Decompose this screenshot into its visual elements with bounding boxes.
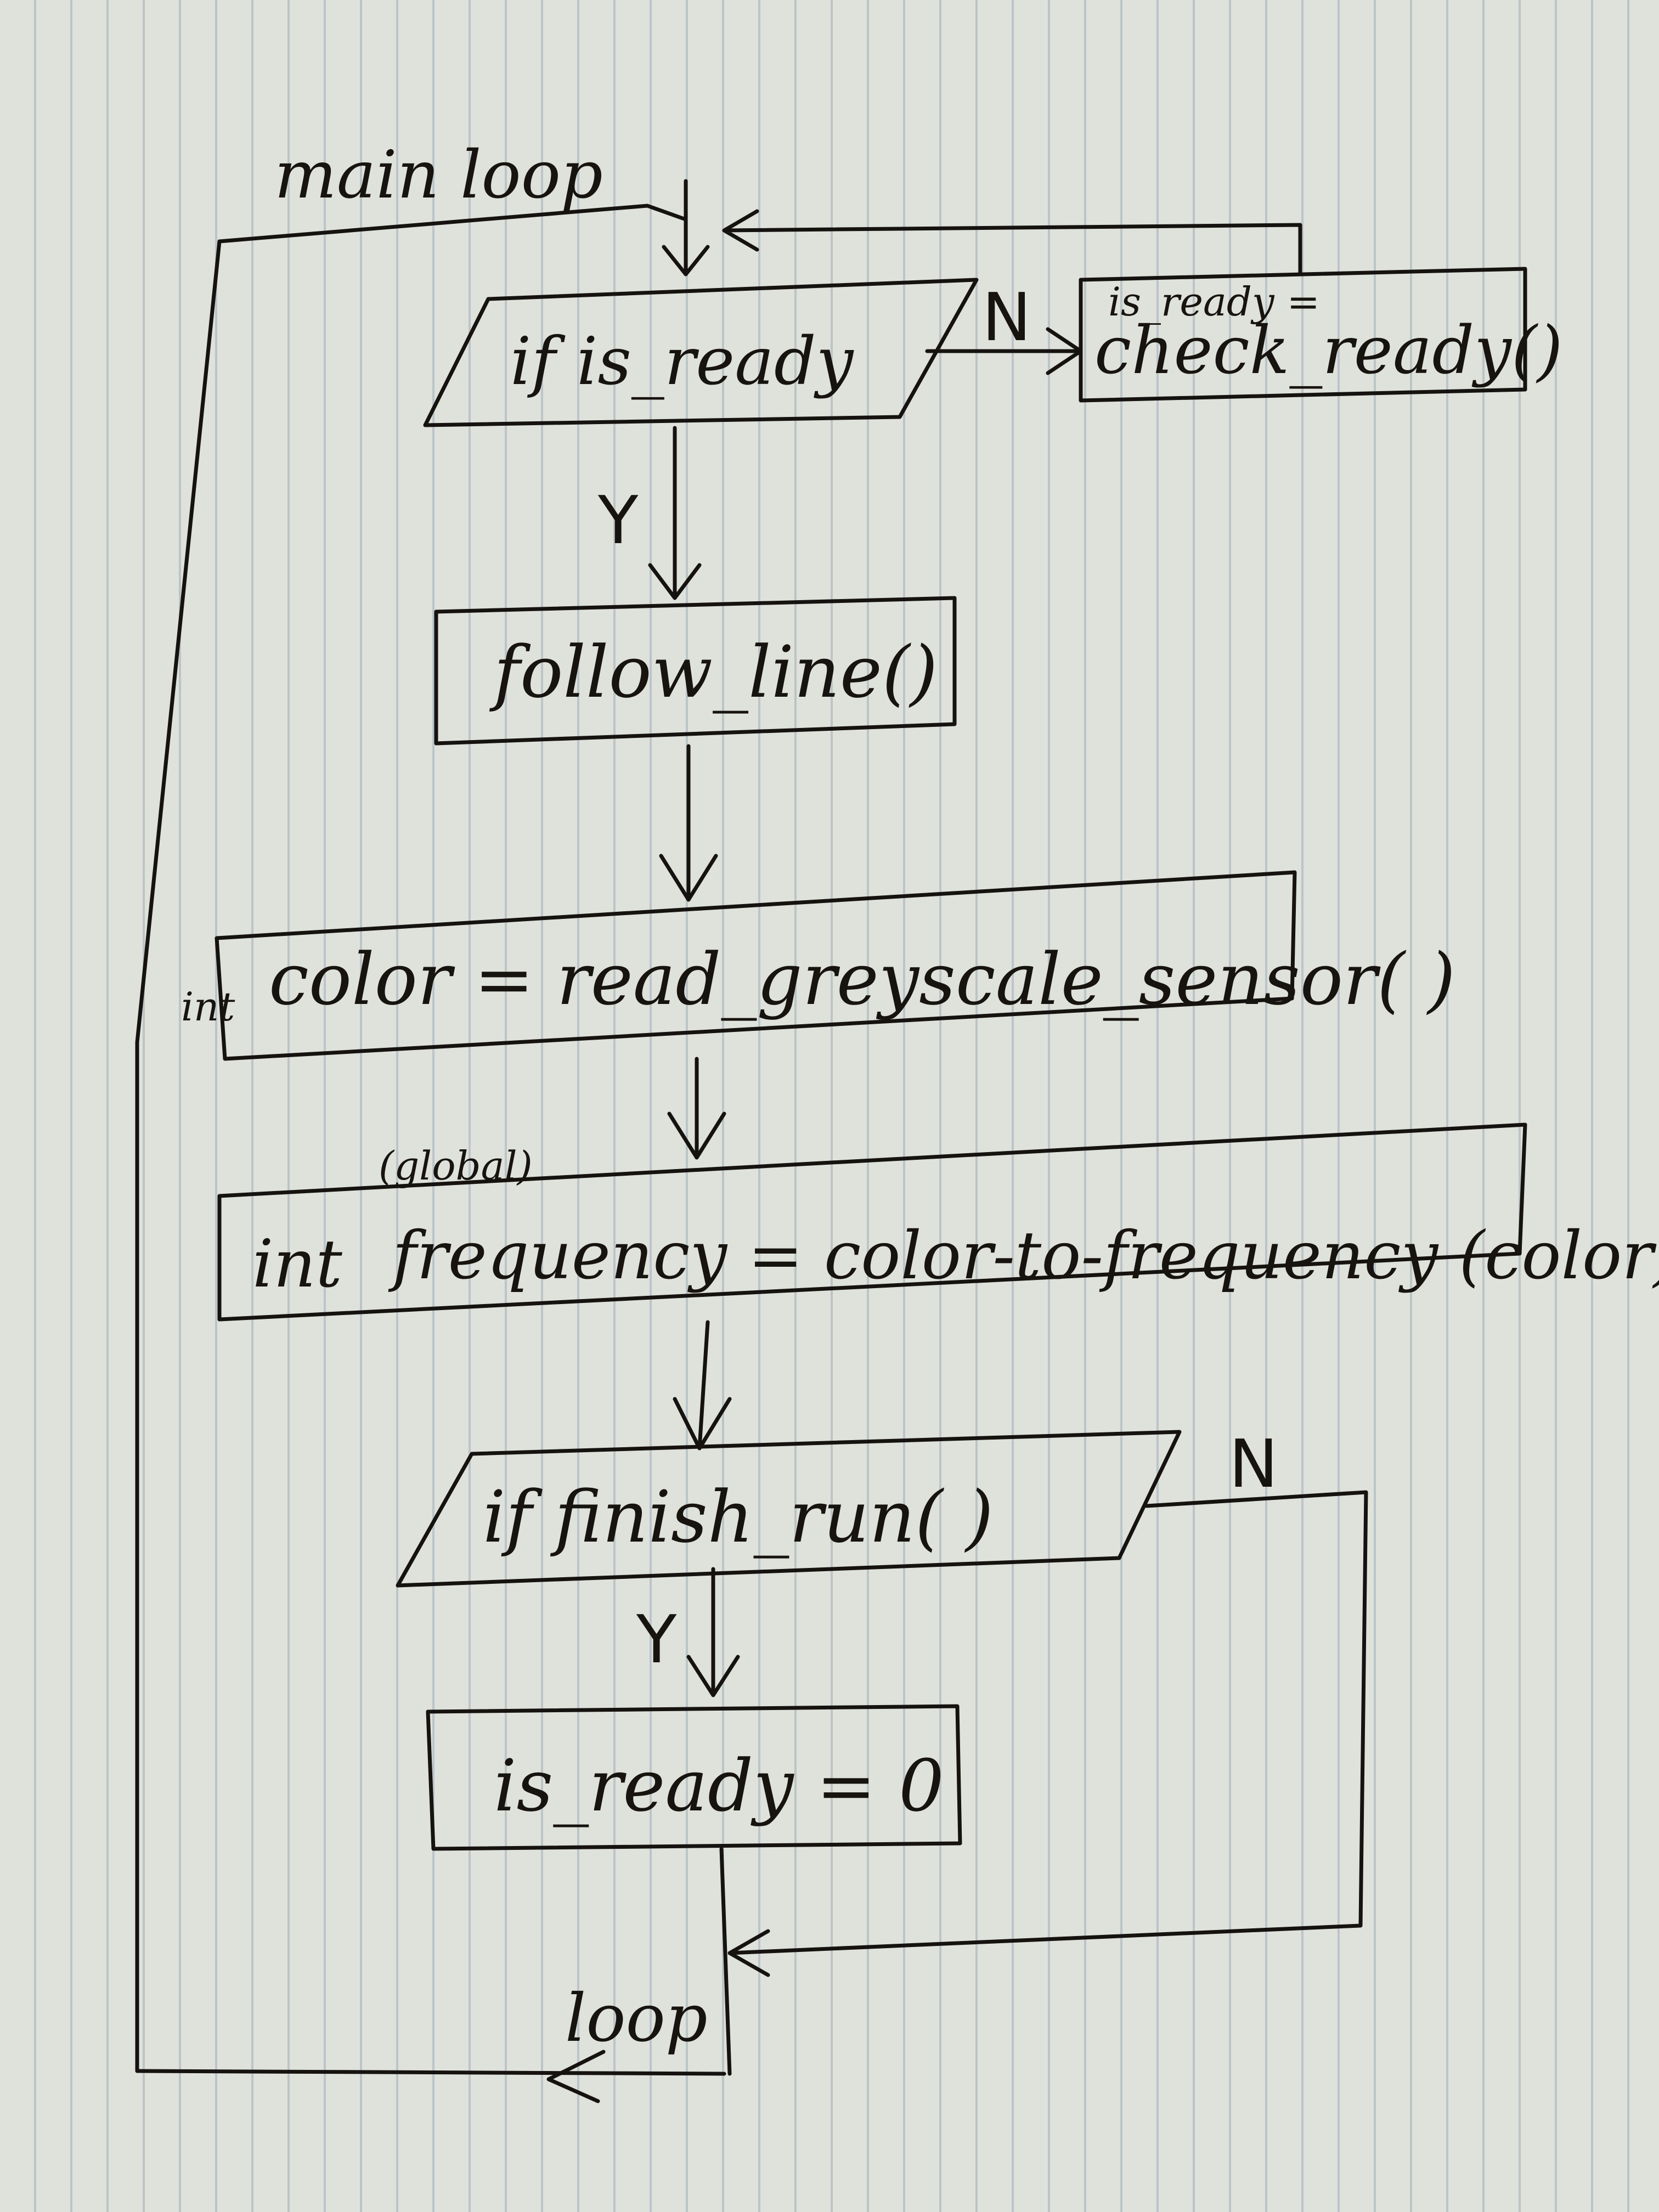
- no-branch-finish-connector: [727, 1490, 1368, 1977]
- loop-back-connector: [135, 204, 726, 2076]
- follow-line-text: follow_line(): [489, 630, 938, 714]
- loop-label: loop: [565, 1980, 708, 2057]
- frequency-box-shape: [217, 1122, 1527, 1322]
- yes-arrow-follow-line: [648, 426, 702, 600]
- decision-is-ready-shape: [423, 278, 979, 427]
- yes-label-finish: Y: [636, 1602, 677, 1678]
- main-loop-label: main loop: [274, 137, 603, 213]
- no-label-finish: N: [1229, 1426, 1278, 1503]
- follow-line-box-shape: [434, 596, 957, 746]
- reset-to-loop-connector: [719, 1847, 732, 2076]
- check-ready-line1: is_ready =: [1108, 279, 1320, 325]
- loop-arrowhead: [546, 2050, 606, 2103]
- check-ready-box-shape: [1079, 267, 1527, 403]
- arrow-to-finish-decision: [673, 1320, 732, 1451]
- yes-label-ready: Y: [597, 483, 639, 559]
- entry-arrow: [662, 179, 710, 276]
- read-sensor-text: color = read_greyscale_sensor( ): [269, 938, 1455, 1021]
- read-sensor-box-shape: [215, 870, 1297, 1061]
- check-ready-return-arrow: [722, 209, 1302, 276]
- frequency-text: frequency = color-to-frequency (color): [388, 1218, 1659, 1294]
- arrow-to-frequency: [667, 1057, 726, 1160]
- frequency-annotation: (global): [379, 1143, 533, 1189]
- no-label-ready: N: [982, 280, 1031, 356]
- check-ready-line2: check_ready(): [1094, 313, 1563, 389]
- decision-finish-run-text: if finish_run( ): [483, 1475, 994, 1559]
- arrow-to-read-sensor: [659, 744, 718, 902]
- reset-box-shape: [426, 1704, 962, 1851]
- decision-finish-run-shape: [396, 1430, 1182, 1588]
- read-sensor-prefix: int: [181, 984, 235, 1030]
- reset-text: is_ready = 0: [494, 1744, 944, 1827]
- yes-arrow-reset: [686, 1567, 740, 1697]
- decision-is-ready-text: if is_ready: [510, 324, 855, 400]
- frequency-prefix: int: [252, 1226, 343, 1302]
